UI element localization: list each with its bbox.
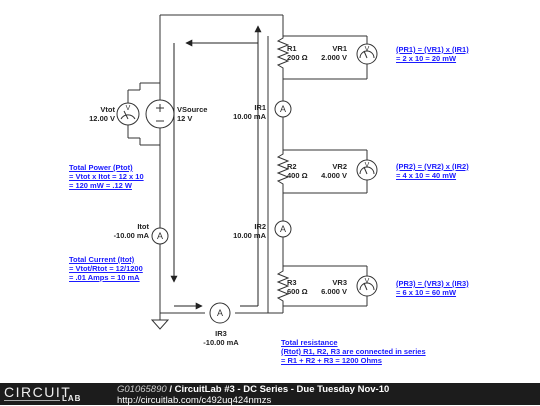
pr1-note: (PR1) = (VR1) x (IR1) = 2 x 10 = 20 mW xyxy=(396,45,469,63)
total-power-note: Total Power (Ptot) = Vtot x Itot = 12 x … xyxy=(69,163,144,190)
svg-text:V: V xyxy=(365,278,370,285)
current-flow-arrows xyxy=(170,25,262,310)
itot-label: Itot-10.00 mA xyxy=(113,222,149,240)
resistor-r1 xyxy=(276,33,290,72)
voltmeter-vr1: V xyxy=(356,43,378,65)
ir3-label: IR3-10.00 mA xyxy=(203,329,239,347)
ammeter-ir2: A xyxy=(274,220,292,238)
ammeter-itot: A xyxy=(151,227,169,245)
ground-symbol xyxy=(150,319,170,330)
svg-text:V: V xyxy=(365,46,370,53)
pr2-note: (PR2) = (VR2) x (IR2) = 4 x 10 = 40 mW xyxy=(396,162,469,180)
voltmeter-vr3: V xyxy=(356,275,378,297)
circuitlab-logo[interactable]: CIRCUIT LAB xyxy=(4,384,82,403)
total-current-note: Total Current (Itot) = Vtot/Rtot = 12/12… xyxy=(69,255,143,282)
circuit-name: CircuitLab #3 - DC Series - Due Tuesday … xyxy=(174,384,390,395)
circuit-id: G01065890 xyxy=(117,384,167,395)
ammeter-ir1: A xyxy=(274,100,292,118)
pr3-note: (PR3) = (VR3) x (IR3) = 6 x 10 = 60 mW xyxy=(396,279,469,297)
circuit-title: G01065890 / CircuitLab #3 - DC Series - … xyxy=(117,384,390,395)
circuit-schematic: A A A A V xyxy=(116,14,378,330)
footer-bar: CIRCUIT LAB G01065890 / CircuitLab #3 - … xyxy=(0,383,540,406)
voltmeter-vr2: V xyxy=(356,159,378,181)
svg-text:V: V xyxy=(126,105,131,112)
resistor-r3 xyxy=(276,266,290,306)
schematic-canvas: A A A A V xyxy=(116,14,378,330)
svg-text:A: A xyxy=(157,231,163,241)
circuit-wires xyxy=(139,14,368,320)
resistor-r2 xyxy=(276,149,290,190)
svg-text:A: A xyxy=(280,104,286,114)
svg-text:A: A xyxy=(217,308,223,318)
circuit-url-link[interactable]: http://circuitlab.com/c492uq424nmzs xyxy=(117,395,272,406)
voltage-source xyxy=(145,99,175,129)
voltmeter-vtot: V xyxy=(116,102,140,126)
ammeter-ir3: A xyxy=(209,302,231,324)
svg-text:V: V xyxy=(365,162,370,169)
svg-text:A: A xyxy=(280,224,286,234)
total-resistance-note: Total resistance (Rtot) R1, R2, R3 are c… xyxy=(281,338,426,365)
